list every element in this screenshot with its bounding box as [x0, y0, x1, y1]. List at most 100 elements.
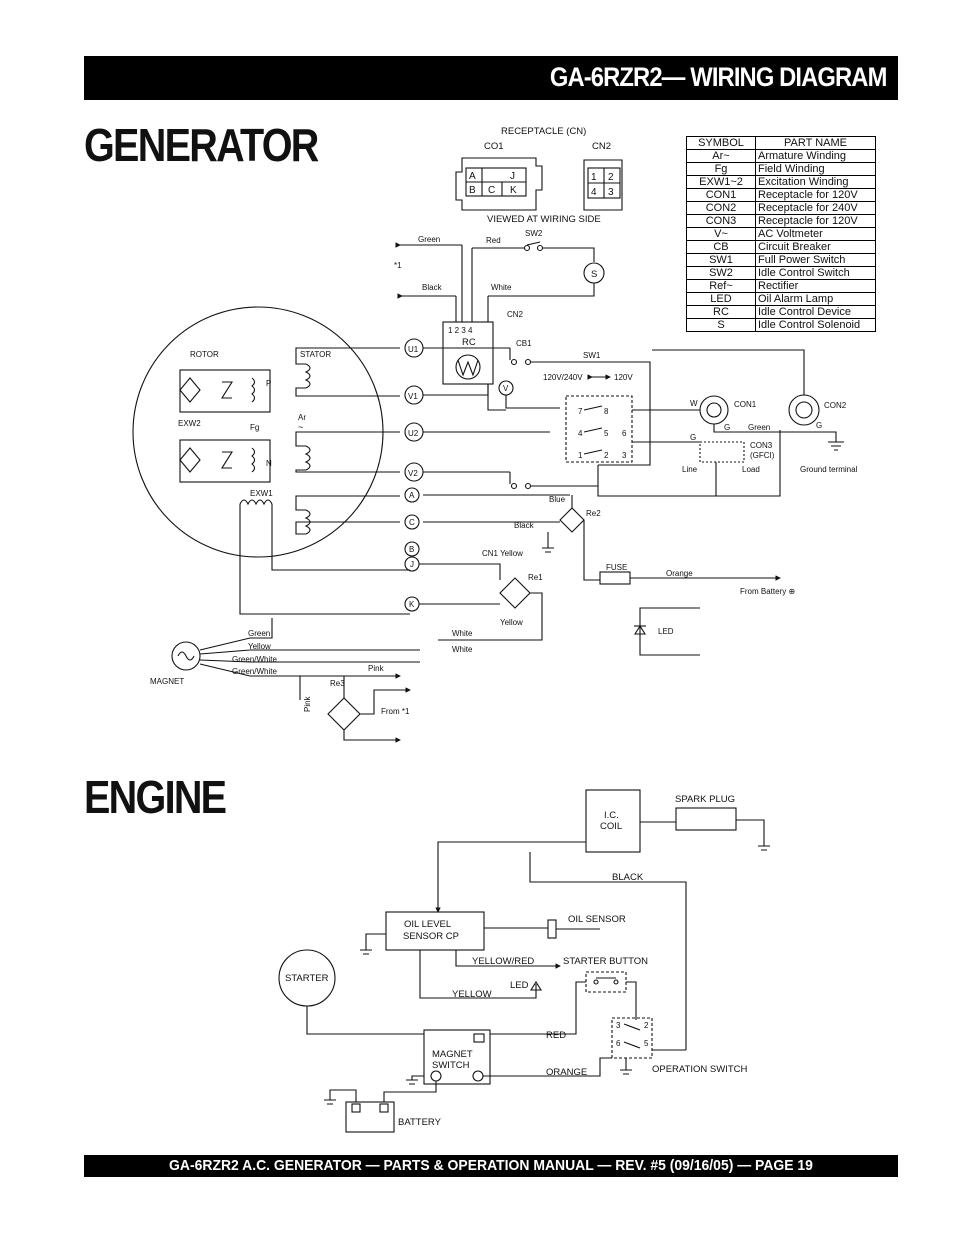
terminal-u2: U2: [408, 429, 419, 438]
voltage-switch-label: 120V/240V: [543, 373, 583, 382]
oil-sensor: [547, 919, 557, 939]
spark-plug-label: SPARK PLUG: [675, 794, 735, 805]
op-switch-num: 6: [616, 1039, 621, 1048]
oil-sensor-label: OIL SENSOR: [568, 914, 626, 925]
cn2-pin: 2: [608, 172, 614, 183]
legend-symbol: SW1: [686, 253, 756, 267]
cn2-connector-label: CN2: [507, 310, 524, 319]
cn2-pin: 4: [591, 187, 597, 198]
con1-receptacle: [699, 395, 729, 425]
viewed-at-wiring-side-note: VIEWED AT WIRING SIDE: [487, 214, 601, 225]
sw2-label: SW2: [525, 229, 543, 238]
pink-vertical-label: Pink: [303, 695, 312, 712]
sw1-pin: 3: [622, 451, 627, 460]
green-white-label-2: Green/White: [232, 667, 277, 676]
rc-pin-numbers: 1 2 3 4: [448, 326, 473, 335]
battery-label: BATTERY: [398, 1117, 442, 1128]
terminal-circles: U1 V1 U2 V2 A C B J K: [404, 338, 424, 612]
rc-label: RC: [462, 337, 476, 348]
p-label: P: [266, 379, 271, 388]
green-con-label: Green: [748, 423, 770, 432]
w-label: W: [690, 399, 698, 408]
stator-label: STATOR: [300, 350, 331, 359]
con3-label: CON3: [750, 441, 773, 450]
legend-part: Field Winding: [755, 162, 876, 176]
op-switch-num: 5: [644, 1039, 649, 1048]
magnet-switch-label-2: SWITCH: [432, 1060, 470, 1071]
ground-terminal-label: Ground terminal: [800, 465, 858, 474]
g2-label: G: [816, 421, 822, 430]
oil-level-label-1: OIL LEVEL: [404, 919, 451, 930]
green-white-label-1: Green/White: [232, 655, 277, 664]
yellow-wire-label: Yellow: [500, 618, 523, 627]
sw1-pin: 8: [604, 407, 609, 416]
re1-rectifier: [499, 577, 531, 609]
receptacle-connector: RECEPTACLE (CN) CO1 CN2 A J B C K 1 2 4 …: [455, 126, 623, 225]
magnet-label: MAGNET: [150, 677, 184, 686]
cn1-yellow-label: CN1 Yellow: [482, 549, 523, 558]
line-label: Line: [682, 465, 698, 474]
fg-label: Fg: [250, 423, 259, 432]
oil-level-sensor-cp: [385, 911, 485, 951]
blue-wire-label: Blue: [549, 495, 566, 504]
pink-wire-label: Pink: [368, 664, 385, 673]
gfci-label: (GFCI): [750, 451, 775, 460]
rotor-label: ROTOR: [190, 350, 219, 359]
legend-part: Receptacle for 120V: [755, 214, 876, 228]
co1-pin: A: [469, 171, 476, 182]
co1-pin: J: [510, 171, 515, 182]
sw1-pin: 4: [578, 429, 583, 438]
engine-led-label: LED: [510, 980, 529, 991]
cn2-pin: 3: [608, 187, 614, 198]
co1-pin: K: [510, 185, 517, 196]
magnet-yellow-label: Yellow: [248, 642, 271, 651]
generator-section-title: GENERATOR: [84, 119, 319, 171]
receptacle-title: RECEPTACLE (CN): [501, 126, 586, 137]
orange-wire-label: Orange: [666, 569, 693, 578]
white-wire-label-1: White: [452, 629, 473, 638]
magnet-symbol: [171, 641, 201, 671]
page-footer-text: GA-6RZR2 A.C. GENERATOR — PARTS & OPERAT…: [169, 1157, 813, 1174]
header-bar: GA-6RZR2— WIRING DIAGRAM: [84, 56, 898, 100]
voltmeter-v-label: V: [503, 384, 509, 393]
switch-120v-label: 120V: [614, 373, 633, 382]
sw1-pin: 2: [604, 451, 609, 460]
ic-coil: [585, 789, 641, 853]
op-switch-num: 2: [644, 1021, 649, 1030]
terminal-v2: V2: [408, 469, 418, 478]
con2-label: CON2: [824, 401, 847, 410]
legend-row: Ar~Armature Winding: [686, 149, 876, 163]
load-label: Load: [742, 465, 760, 474]
wire-label-black: Black: [422, 283, 443, 292]
engine-section-title: ENGINE: [84, 771, 227, 823]
cn2-pin: 1: [591, 172, 597, 183]
ic-coil-label-1: I.C.: [604, 810, 619, 821]
sw1-pin: 6: [622, 429, 627, 438]
g-label: G: [724, 423, 730, 432]
terminal-c: C: [409, 518, 415, 527]
white-wire-label-2: White: [452, 645, 473, 654]
legend-part: Excitation Winding: [755, 175, 876, 189]
rc-idle-control-device: [442, 321, 494, 385]
engine-yellow-label: YELLOW: [452, 989, 492, 1000]
operation-switch: [611, 1017, 653, 1059]
sw1-pin: 7: [578, 407, 583, 416]
ar-tilde: ~: [298, 422, 304, 433]
oil-level-label-2: SENSOR CP: [403, 931, 459, 942]
sw1-pin: 5: [604, 429, 609, 438]
co1-pin: B: [469, 185, 476, 196]
starter-button-label: STARTER BUTTON: [563, 956, 648, 967]
led-label: LED: [658, 627, 674, 636]
con2-receptacle: [788, 394, 820, 426]
cb1-label: CB1: [516, 339, 532, 348]
fuse-label: FUSE: [606, 563, 627, 572]
legend-part: Idle Control Solenoid: [755, 318, 876, 332]
exw1-label: EXW1: [250, 489, 273, 498]
from-star1-label: From *1: [381, 707, 410, 716]
n-label: N: [266, 459, 272, 468]
